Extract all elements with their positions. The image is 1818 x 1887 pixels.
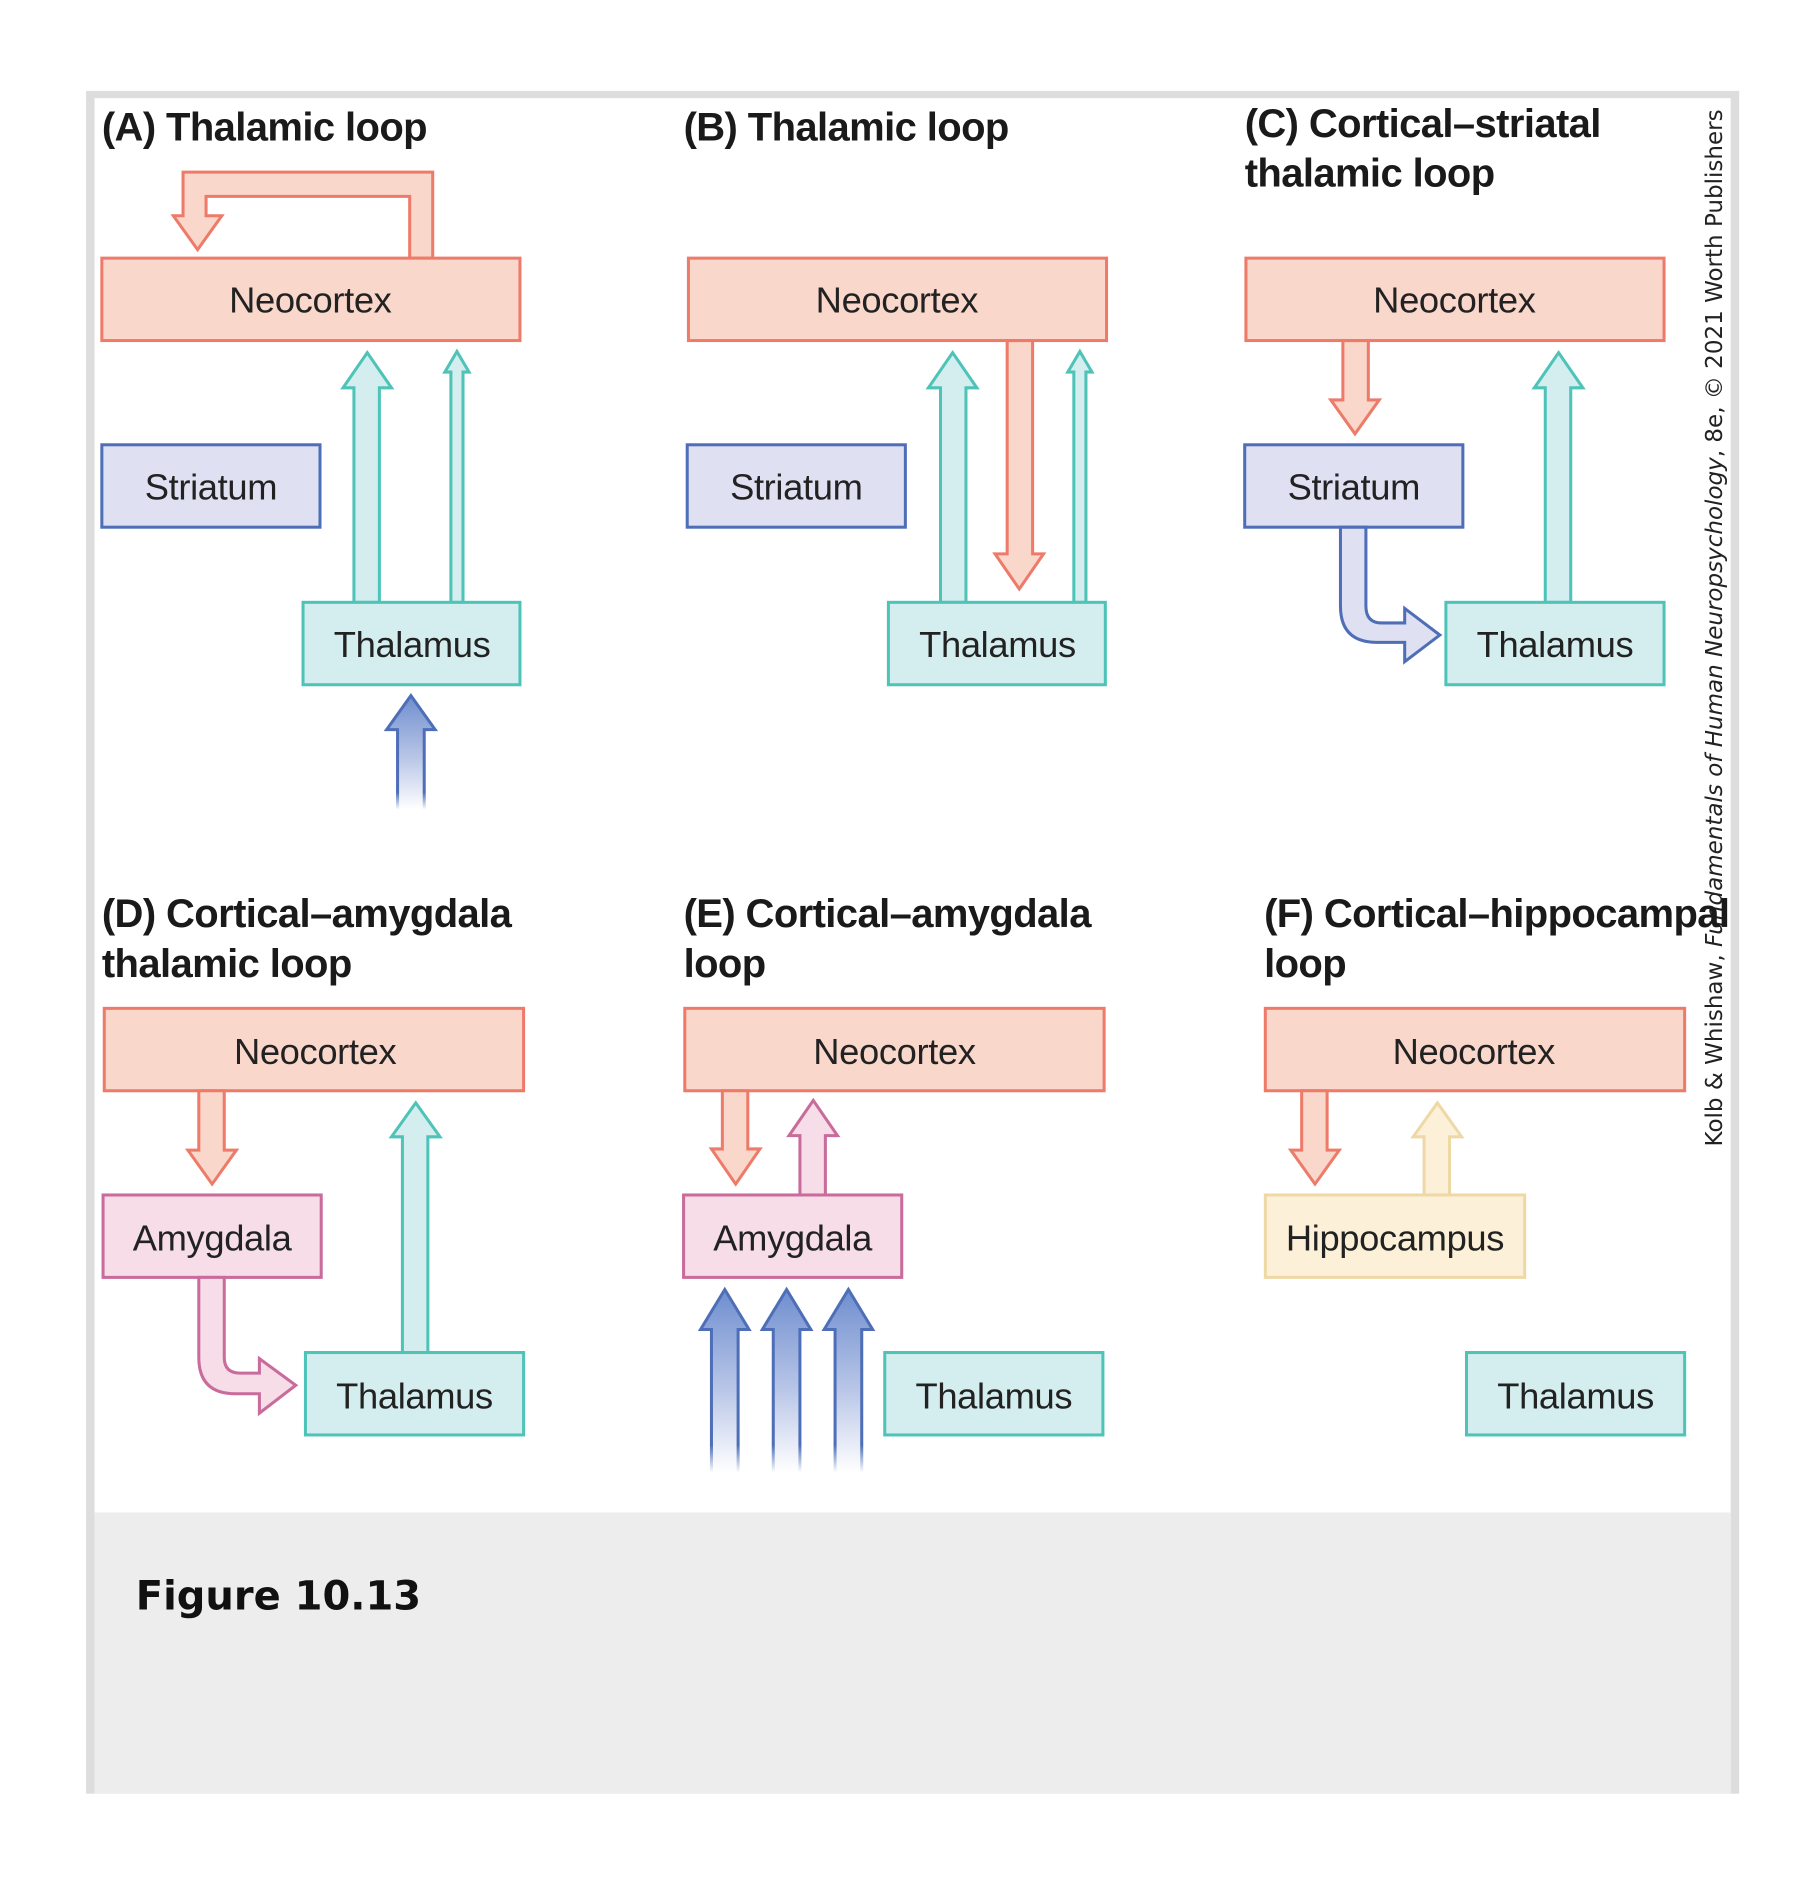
panel-b-striatum-label: Striatum — [730, 466, 862, 507]
panel-b-neocortex-to-thalamus-arrow — [992, 339, 1047, 592]
panel-c-neocortex-label: Neocortex — [1373, 280, 1536, 321]
figure-caption: Figure 10.13 — [136, 1573, 421, 1619]
panel-f: (F) Cortical–hippocampal loop Neocortex … — [1263, 892, 1730, 1437]
panel-e-title-line2: loop — [684, 942, 766, 986]
panel-b-thalamus-to-neocortex-arrow-wide — [925, 350, 980, 604]
panel-b-thalamus-to-neocortex-arrow-thin — [1065, 348, 1095, 604]
caption-area — [94, 1512, 1731, 1794]
panel-d-neocortex-box — [102, 1006, 526, 1093]
panel-f-hippocampus-label: Hippocampus — [1286, 1218, 1504, 1259]
panel-e-amygdala-label: Amygdala — [713, 1218, 873, 1259]
panel-d-neocortex-to-amygdala-arrow — [184, 1089, 240, 1187]
panel-d-thalamus-box — [303, 1351, 526, 1437]
panel-f-neocortex-box — [1263, 1006, 1687, 1093]
panel-a-thalamus-to-neocortex-arrow-thin — [442, 348, 472, 604]
panel-c-striatum-box — [1243, 443, 1465, 529]
panel-a-thalamus-label: Thalamus — [334, 624, 491, 665]
panel-e-neocortex-label: Neocortex — [813, 1031, 976, 1072]
panel-e-amygdala-box — [682, 1193, 904, 1279]
copyright-credit: Kolb & Whishaw, Fundamentals of Human Ne… — [1702, 109, 1728, 1146]
panel-e-neocortex-to-amygdala-arrow — [708, 1089, 763, 1187]
panel-a-thalamus-to-neocortex-arrow-wide — [340, 350, 395, 604]
panel-e: (E) Cortical–amygdala loop Neocortex Amy… — [682, 892, 1106, 1473]
panel-e-title-line1: (E) Cortical–amygdala — [684, 892, 1093, 936]
panel-f-title-line2: loop — [1264, 942, 1346, 986]
panel-d: (D) Cortical–amygdala thalamic loop Neoc… — [101, 892, 526, 1437]
panel-d-title-line1: (D) Cortical–amygdala — [102, 892, 513, 936]
panel-c-neocortex-to-striatum-arrow — [1327, 339, 1383, 437]
panel-c-thalamus-box — [1444, 600, 1666, 687]
credit-edition: , 8e, © 2021 Worth Publishers — [1702, 109, 1728, 457]
panel-b-title: (B) Thalamic loop — [684, 106, 1009, 150]
panel-d-title-line2: thalamic loop — [102, 942, 352, 986]
panel-b-neocortex-label: Neocortex — [816, 280, 979, 321]
panel-e-input-arrow-3 — [821, 1286, 876, 1473]
panel-d-thalamus-label: Thalamus — [336, 1375, 493, 1416]
panel-a-input-arrow — [383, 693, 439, 810]
panel-c-title-line2: thalamic loop — [1245, 152, 1495, 196]
panel-a-striatum-label: Striatum — [145, 466, 277, 507]
credit-book-title: Fundamentals of Human Neuropsychology — [1702, 457, 1728, 947]
panel-c: (C) Cortical–striatal thalamic loop Neoc… — [1243, 102, 1666, 687]
panel-c-neocortex-box — [1244, 256, 1666, 343]
panel-a-neocortex-box — [100, 256, 522, 343]
panel-c-title-line1: (C) Cortical–striatal — [1245, 102, 1601, 146]
panel-b-striatum-box — [685, 443, 907, 529]
credit-authors: Kolb & Whishaw, — [1702, 947, 1728, 1147]
panel-c-thalamus-label: Thalamus — [1477, 624, 1634, 665]
panel-a-title: (A) Thalamic loop — [102, 106, 427, 150]
panel-c-striatum-to-thalamus-arrow — [1338, 525, 1443, 665]
panel-e-input-arrow-2 — [759, 1286, 814, 1473]
panel-b-neocortex-box — [686, 256, 1109, 343]
panel-c-thalamus-to-neocortex-arrow — [1531, 350, 1586, 604]
panel-e-neocortex-box — [683, 1006, 1106, 1093]
panel-d-thalamus-to-neocortex-arrow — [388, 1100, 443, 1355]
panel-f-thalamus-box — [1464, 1351, 1687, 1437]
panel-f-hippocampus-box — [1263, 1193, 1527, 1279]
panel-a-thalamus-box — [301, 600, 522, 687]
panel-c-striatum-label: Striatum — [1288, 466, 1420, 507]
panel-e-thalamus-label: Thalamus — [916, 1375, 1073, 1416]
panel-b: (B) Thalamic loop Neocortex Striatum Tha… — [684, 106, 1109, 687]
panel-a: (A) Thalamic loop Neocortex Striatum Tha… — [100, 106, 522, 810]
panel-b-thalamus-box — [886, 600, 1107, 687]
panel-a-striatum-box — [100, 443, 322, 529]
panel-d-neocortex-label: Neocortex — [234, 1031, 397, 1072]
panel-b-thalamus-label: Thalamus — [919, 624, 1076, 665]
panel-f-neocortex-to-hippocampus-arrow — [1287, 1089, 1343, 1187]
panel-e-amygdala-to-neocortex-arrow — [786, 1097, 841, 1197]
panel-f-title-line1: (F) Cortical–hippocampal — [1264, 892, 1729, 936]
panel-f-neocortex-label: Neocortex — [1393, 1031, 1556, 1072]
panel-f-thalamus-label: Thalamus — [1497, 1375, 1654, 1416]
panel-e-input-arrow-1 — [697, 1286, 752, 1473]
panel-e-thalamus-box — [883, 1351, 1105, 1437]
panel-a-neocortex-label: Neocortex — [229, 280, 392, 321]
panel-d-amygdala-to-thalamus-arrow — [197, 1275, 299, 1417]
panel-a-recurrent-arrow — [170, 170, 435, 260]
panel-d-amygdala-label: Amygdala — [133, 1218, 293, 1259]
panel-f-hippocampus-to-neocortex-arrow — [1410, 1100, 1465, 1197]
